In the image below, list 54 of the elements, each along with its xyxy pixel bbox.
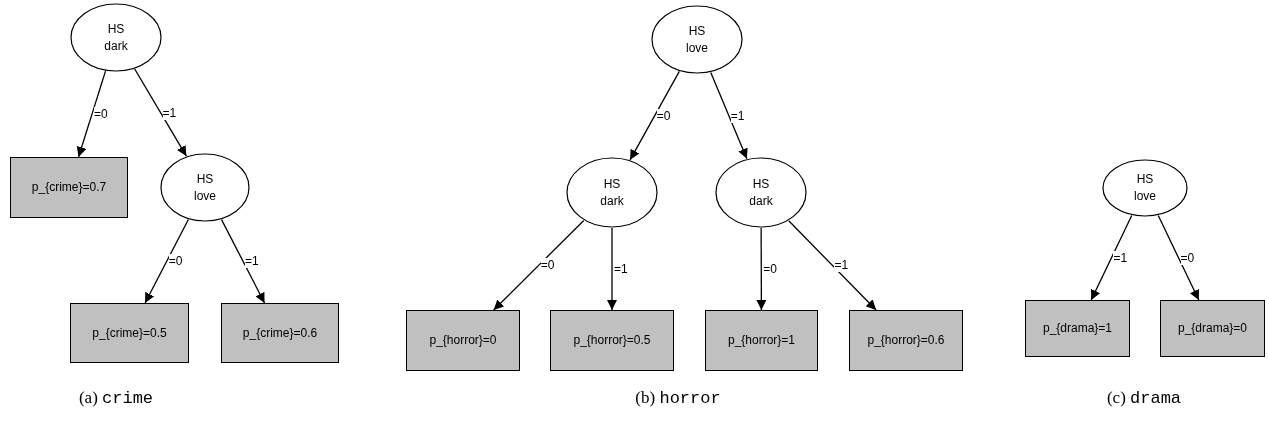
node-text: HS dark	[103, 20, 129, 55]
node-text: p_{crime}=0.7	[31, 179, 107, 196]
edge-label: =0	[763, 262, 777, 276]
arrow	[607, 227, 617, 311]
node-text: HS love	[1133, 171, 1157, 205]
edge-label: =1	[162, 105, 177, 120]
arrow	[629, 70, 680, 161]
leaf-box	[1025, 300, 1130, 357]
split-node-ellipse	[651, 5, 743, 74]
node-text: HS dark	[599, 175, 625, 210]
leaf-box	[550, 310, 674, 371]
node-text: HS love	[193, 170, 217, 205]
edge-label: =1	[614, 262, 628, 276]
split-node-ellipse	[70, 3, 162, 72]
arrow	[1090, 214, 1133, 301]
leaf-box	[705, 310, 818, 371]
node-text: p_{drama}=1	[1042, 320, 1113, 337]
node-text: p_{drama}=0	[1177, 320, 1248, 337]
edge-label: =0	[1180, 250, 1195, 265]
node-text: HS love	[685, 22, 709, 57]
arrow	[1157, 214, 1200, 301]
leaf-box	[1160, 300, 1265, 357]
arrow	[144, 218, 189, 304]
edge-label: =1	[834, 258, 849, 273]
leaf-box	[221, 303, 339, 363]
split-node-ellipse	[715, 157, 807, 228]
node-text: p_{horror}=1	[727, 332, 796, 349]
node-text: p_{horror}=0	[429, 332, 497, 349]
node-text: p_{crime}=0.6	[242, 324, 318, 342]
split-node-ellipse	[566, 157, 658, 228]
leaf-box	[70, 303, 189, 363]
arrow	[134, 68, 187, 157]
node-text: HS dark	[748, 175, 774, 210]
split-node-ellipse	[1102, 159, 1188, 217]
subfigure-caption: (c) drama	[1106, 388, 1182, 409]
node-text: p_{horror}=0.5	[573, 332, 651, 349]
edge-label: =0	[656, 108, 671, 123]
node-text: p_{crime}=0.5	[92, 324, 167, 342]
arrow	[220, 218, 266, 304]
edge-label: =1	[1113, 250, 1128, 265]
arrow	[788, 220, 877, 311]
arrow	[493, 219, 585, 311]
edge-label: =1	[730, 108, 745, 123]
split-node-ellipse	[160, 153, 250, 222]
arrow	[710, 71, 748, 160]
edge-label: =1	[245, 254, 259, 269]
arrow	[756, 227, 767, 311]
leaf-box	[849, 310, 963, 371]
leaf-box	[10, 157, 128, 218]
arrow	[76, 70, 107, 158]
leaf-box	[406, 310, 520, 371]
subfigure-caption: (a) crime	[78, 388, 154, 409]
node-text: p_{horror}=0.6	[867, 332, 945, 349]
subfigure-caption: (b) horror	[635, 388, 721, 409]
